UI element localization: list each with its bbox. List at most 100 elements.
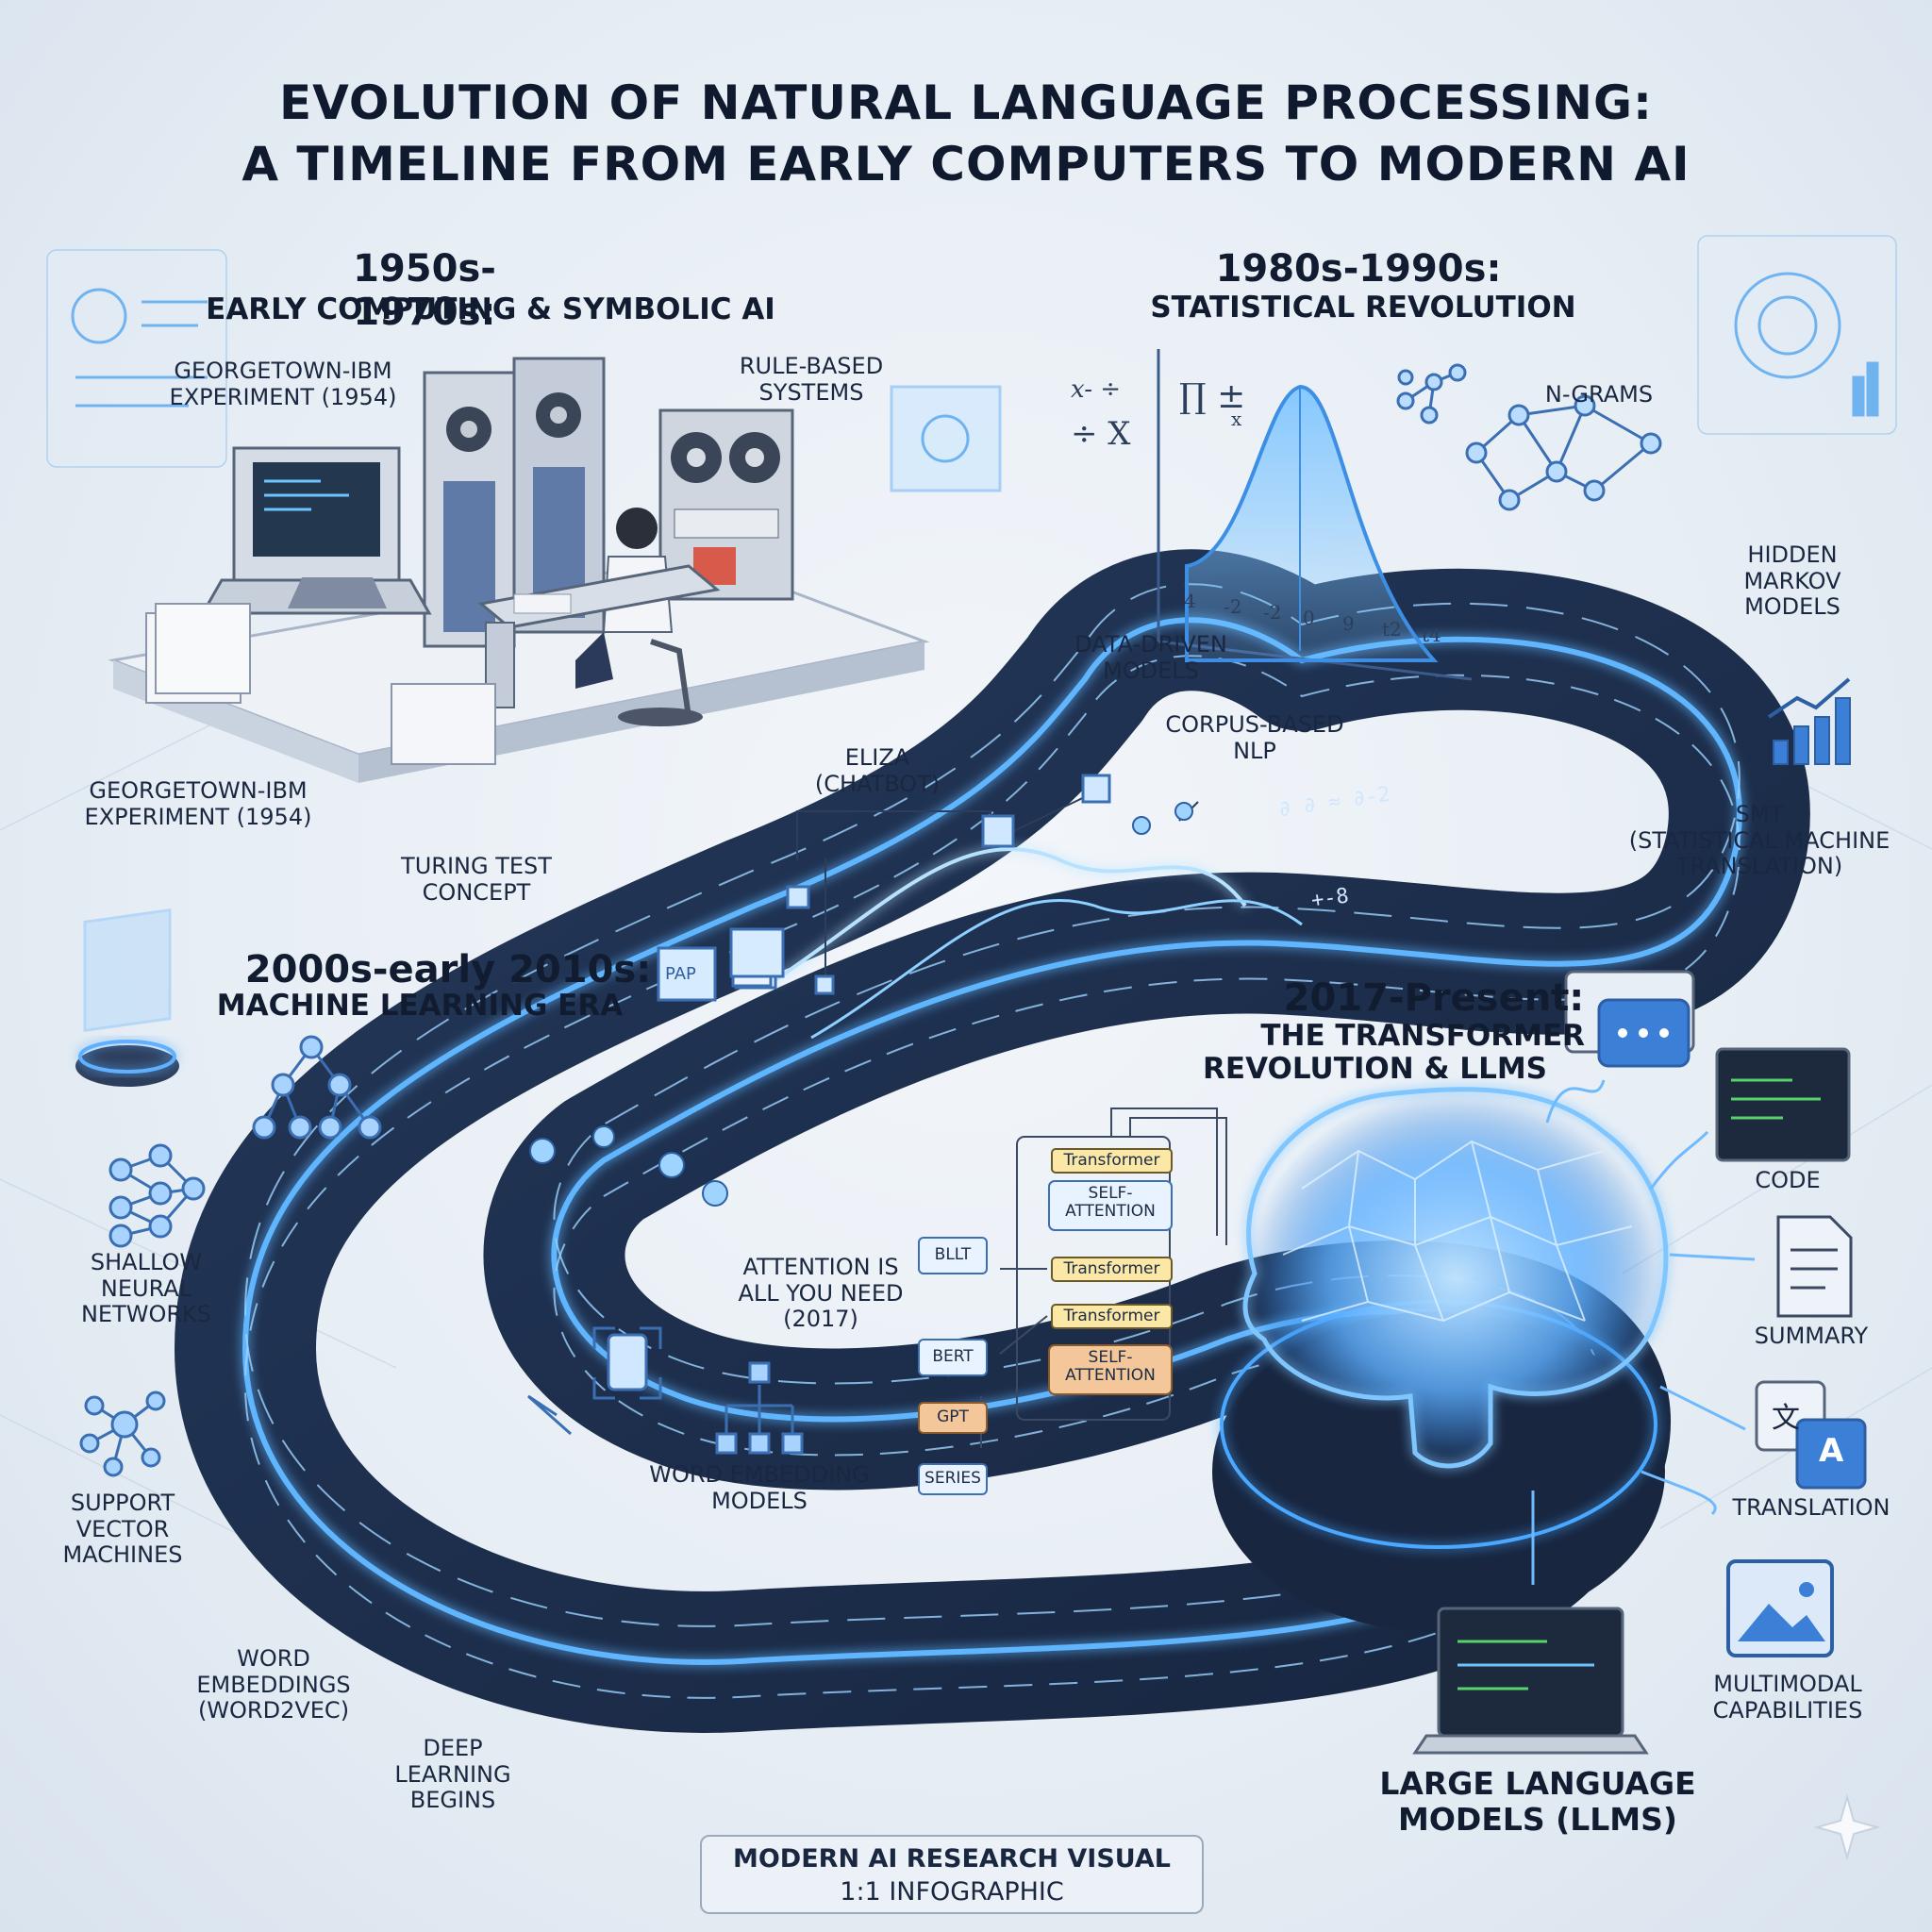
label-llms-line2: Models (LLMs) — [1398, 1800, 1677, 1838]
bell-curve-chart — [1157, 349, 1473, 681]
label-corpus-line1: Corpus-Based — [1165, 711, 1344, 738]
label-multimodal-line2: Capabilities — [1712, 1696, 1863, 1724]
label-hmm-line2: Markov — [1743, 567, 1841, 594]
math-glyph-4: x — [1231, 408, 1242, 430]
mainframe-cabinets — [423, 357, 606, 648]
brain-hologram — [1212, 1087, 1669, 1632]
hmm-network-graph — [1465, 394, 1662, 511]
output-arrows — [1531, 1079, 1756, 1585]
label-shallow-line3: Networks — [80, 1301, 212, 1328]
axis-tick-label: -2 — [1263, 601, 1282, 624]
chip-self-attention-2-line1: SELF- — [1088, 1348, 1133, 1367]
hud-panel-left — [71, 288, 208, 408]
label-svm-line1: Support — [70, 1490, 175, 1516]
label-llms-line1: Large Language — [1379, 1765, 1696, 1802]
label-turing-line2: Concept — [422, 878, 531, 906]
chip-self-attention-1-line2: ATTENTION — [1065, 1201, 1156, 1221]
axis-tick-label: -2 — [1224, 595, 1242, 618]
label-georgetown-bottom-line1: Georgetown-IBM — [89, 777, 308, 804]
era-1950s-years: 1950s-1970s: — [353, 247, 496, 334]
chip-bert: BERT — [932, 1347, 974, 1366]
math-glyph-2: ÷ X — [1071, 415, 1131, 453]
label-georgetown-top-line2: Experiment (1954) — [169, 383, 397, 410]
label-data-driven: Data-Driven Models — [1047, 631, 1255, 684]
label-rule-based-line1: Rule-Based — [739, 353, 884, 379]
pap-panel-text: PAP — [665, 964, 696, 984]
label-corpus-line2: NLP — [1233, 737, 1276, 764]
label-svm-line2: Vector — [75, 1515, 170, 1542]
label-data-driven-line1: Data-Driven — [1074, 631, 1227, 658]
label-translation: Translation — [1732, 1494, 1890, 1521]
label-georgetown-top-line1: Georgetown-IBM — [174, 358, 392, 384]
label-smt: SMT (Statistical Machine Translation) — [1604, 801, 1915, 880]
label-smt-line2: (Statistical Machine — [1628, 826, 1890, 854]
label-multimodal-line1: Multimodal — [1713, 1671, 1862, 1697]
code-window-icon — [1715, 1047, 1851, 1162]
era-1980s-name: Statistical Revolution — [1150, 291, 1576, 325]
label-rule-based-line2: Systems — [758, 378, 864, 406]
chip-self-attention-1: SELF- ATTENTION — [1049, 1185, 1172, 1220]
era-1950s-name: Early Computing & Symbolic AI — [206, 292, 775, 326]
label-ngrams: N-Grams — [1544, 381, 1654, 408]
label-hmm-line1: Hidden — [1747, 541, 1838, 568]
stack-boxes — [918, 1148, 1173, 1495]
chip-self-attention-2: SELF- ATTENTION — [1049, 1349, 1172, 1384]
label-shallow-nn: Shallow Neural Networks — [57, 1249, 236, 1328]
label-hmm: Hidden Markov Models — [1717, 541, 1868, 621]
label-shallow-line1: Shallow — [90, 1249, 203, 1275]
label-wem-line1: Word Embedding — [649, 1461, 870, 1488]
decision-tree-icon — [252, 1035, 382, 1140]
hud-panel-right — [1734, 272, 1879, 417]
ngram-network-icon — [1396, 363, 1467, 425]
label-rule-based: Rule-Based Systems — [717, 353, 906, 406]
label-word-emb-line1: Word — [237, 1645, 310, 1672]
label-word-emb-line3: (Word2Vec) — [197, 1697, 350, 1724]
label-deep-line1: Deep — [423, 1735, 483, 1761]
label-word-embeddings: Word Embeddings (Word2Vec) — [170, 1645, 377, 1724]
label-attention-line1: Attention Is — [742, 1254, 899, 1280]
label-word-emb-line2: Embeddings — [196, 1671, 351, 1698]
axis-tick-label: 4 — [1184, 590, 1196, 612]
operator-desk — [477, 564, 721, 708]
label-wem-line2: Models — [711, 1487, 808, 1514]
era-2017-name-2: Revolution & LLMs — [1203, 1052, 1547, 1086]
label-smt-line3: Translation) — [1675, 853, 1843, 880]
label-shallow-line2: Neural — [100, 1274, 192, 1302]
axis-tick-label: 9 — [1342, 612, 1355, 635]
chip-transformer-3: Transformer — [1063, 1307, 1160, 1325]
punch-card-stacks — [145, 603, 496, 765]
label-llms: Large Language Models (LLMs) — [1349, 1766, 1726, 1838]
label-smt-line1: SMT — [1735, 801, 1784, 827]
label-hmm-line3: Models — [1744, 593, 1840, 621]
title-line-1: Evolution of Natural Language Processing… — [278, 75, 1654, 130]
title-line-2: A Timeline from Early Computers to Moder… — [242, 137, 1690, 192]
multimodal-image-icon — [1726, 1559, 1834, 1657]
bell-curve-axis-ticks: 4 -2 -2 0 9 t2 t4 — [1184, 590, 1467, 665]
axis-tick-label: t4 — [1422, 624, 1441, 646]
label-deep-line3: Begins — [409, 1787, 496, 1814]
growth-bar-chart-icon — [1767, 677, 1851, 765]
label-word-embedding-models: Word Embedding Models — [623, 1461, 896, 1514]
label-turing: Turing Test Concept — [377, 853, 575, 906]
label-data-driven-line2: Models — [1103, 657, 1199, 684]
footer-line-1: Modern AI Research Visual — [732, 1844, 1171, 1874]
label-attention: Attention Is All You Need (2017) — [717, 1254, 924, 1333]
chip-transformer-2: Transformer — [1063, 1259, 1160, 1278]
tape-drive-unit — [658, 408, 794, 601]
axis-tick-label: t2 — [1382, 618, 1402, 641]
chip-transformer-1: Transformer — [1063, 1151, 1160, 1170]
label-multimodal: Multimodal Capabilities — [1674, 1671, 1901, 1724]
word-embedding-tree-icon — [715, 1361, 804, 1455]
ml-doc-panels — [657, 927, 785, 1002]
label-summary: Summary — [1754, 1323, 1869, 1349]
rule-based-hologram-icon — [890, 385, 1002, 492]
era-1980s-years: 1980s-1990s: — [1215, 247, 1502, 291]
translation-icon-boxes — [1755, 1380, 1867, 1490]
footer-line-2: 1:1 Infographic — [840, 1877, 1064, 1907]
label-attention-line3: (2017) — [783, 1306, 858, 1333]
summary-document-icon — [1776, 1215, 1853, 1318]
math-glyph-3: ∏ ± — [1179, 377, 1246, 416]
label-corpus: Corpus-Based NLP — [1146, 711, 1363, 764]
axis-tick-label: 0 — [1303, 607, 1315, 629]
